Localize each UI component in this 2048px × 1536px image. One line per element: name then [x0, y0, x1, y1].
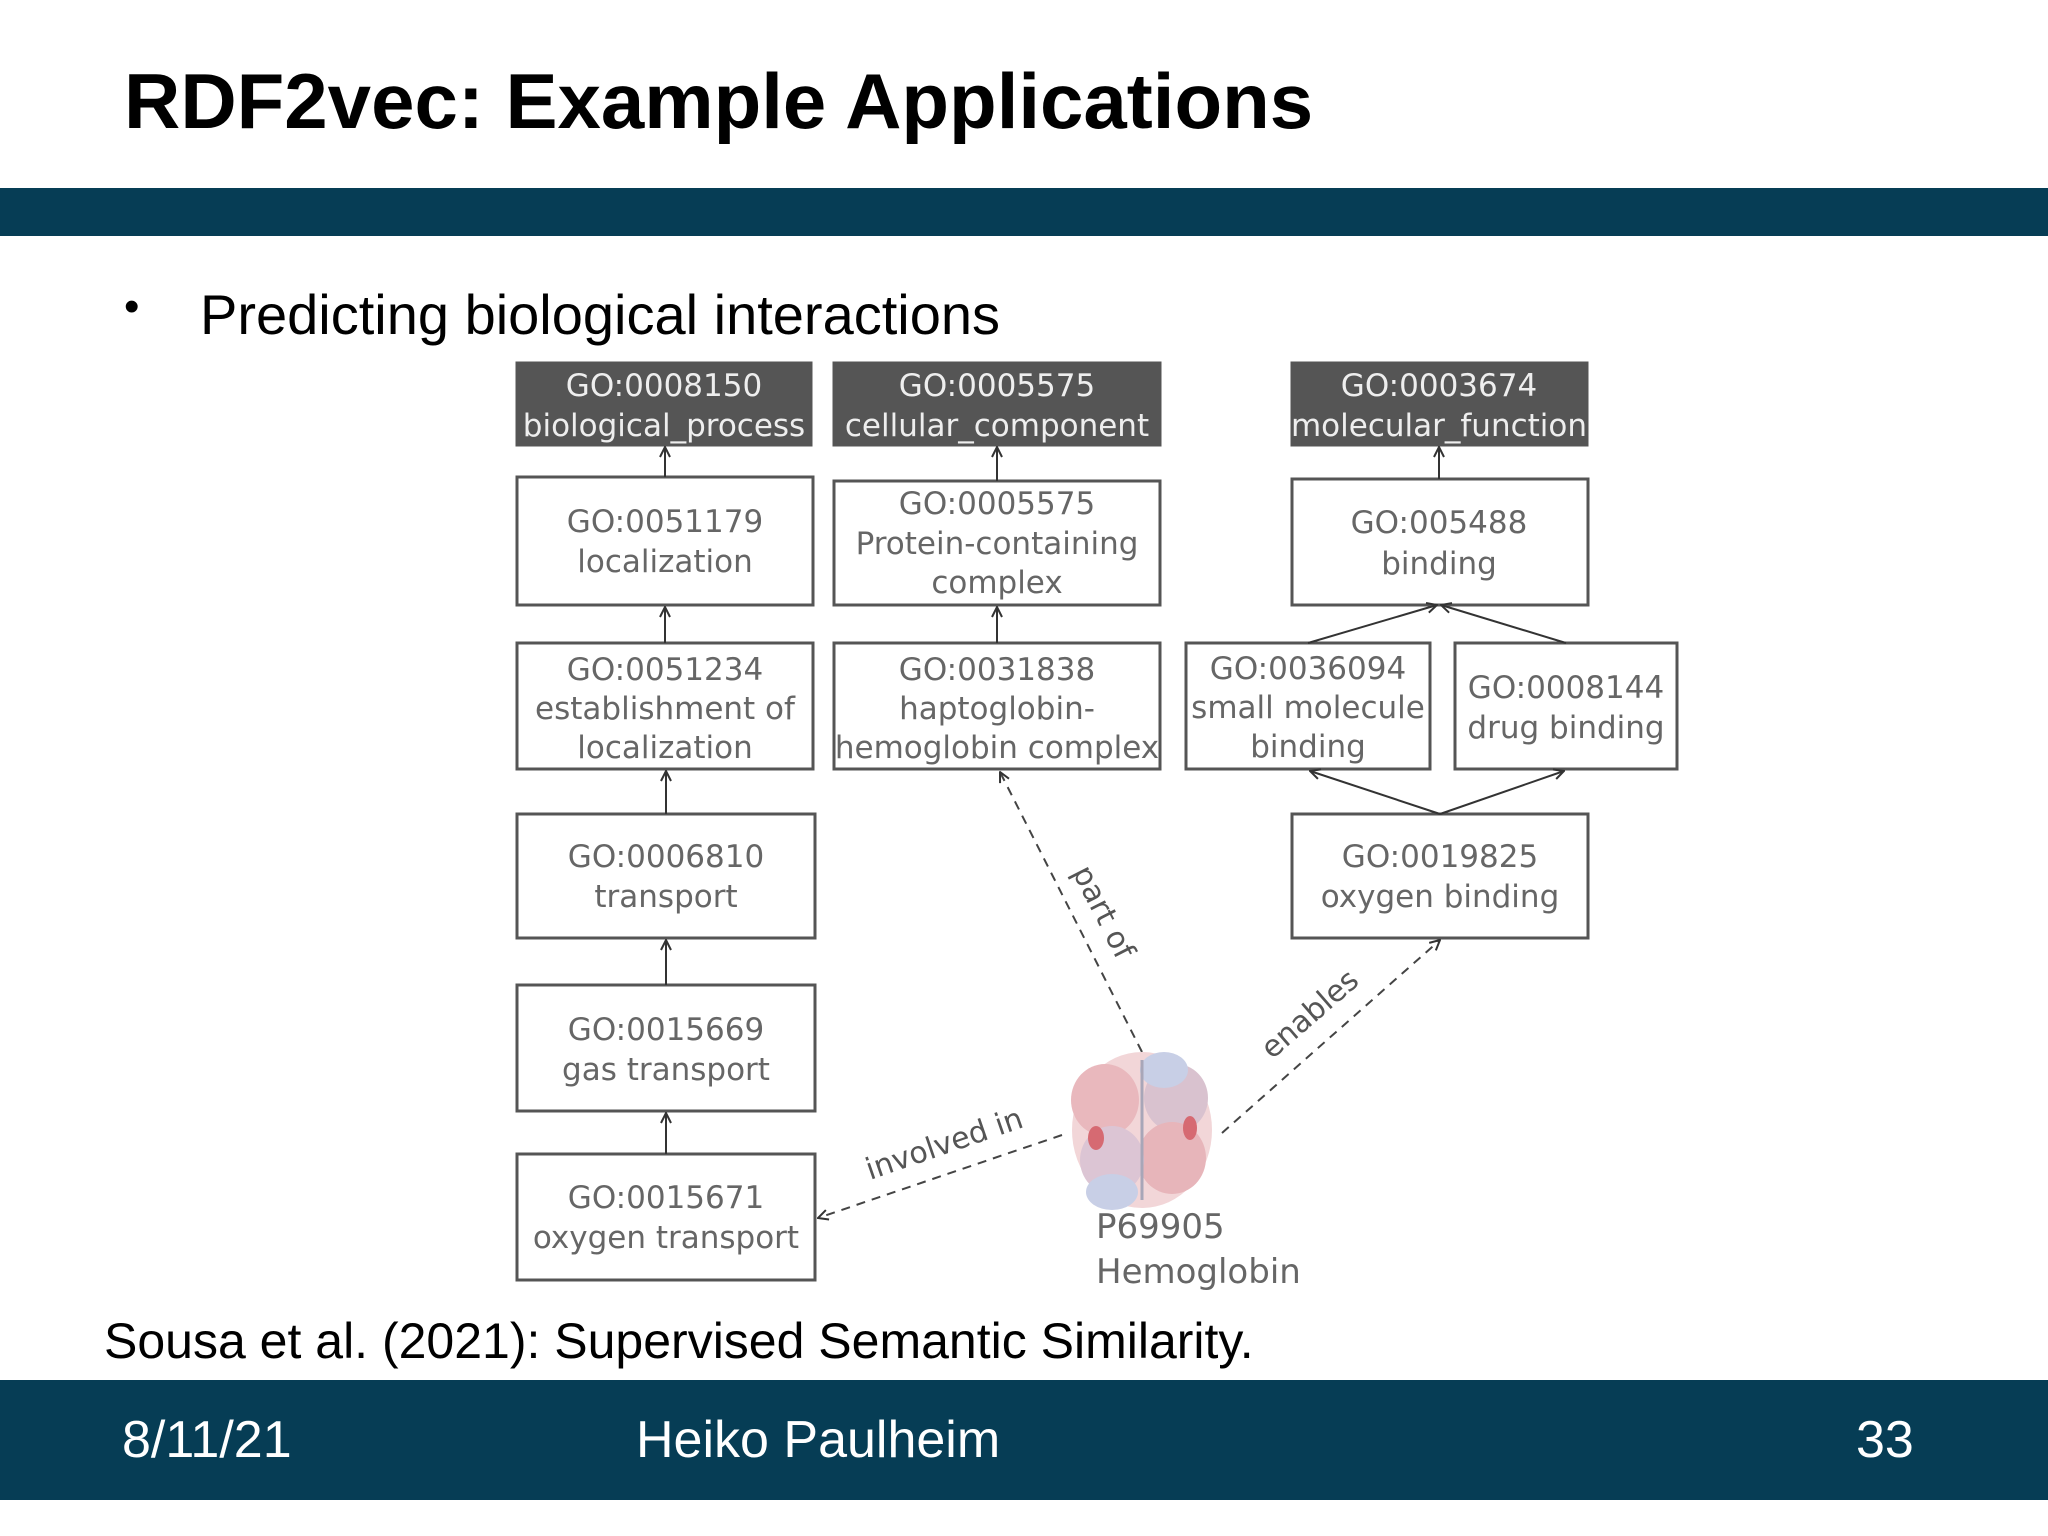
title-divider-band — [0, 188, 2048, 236]
node-haptoglobin-hemoglobin-complex: GO:0031838 haptoglobin- hemoglobin compl… — [832, 641, 1162, 771]
node-oxygen-transport-id: GO:0015671 — [568, 1180, 764, 1216]
node-small-molecule-line1: small molecule — [1191, 690, 1425, 726]
root-bp-id: GO:0008150 — [566, 368, 762, 404]
root-mf-id: GO:0003674 — [1341, 368, 1537, 404]
hemoglobin-protein-image — [1071, 1052, 1212, 1210]
node-oxygen-transport: GO:0015671 oxygen transport — [515, 1152, 817, 1282]
node-transport-id: GO:0006810 — [568, 839, 764, 875]
node-small-molecule-line2: binding — [1250, 729, 1366, 765]
root-bp-name: biological_process — [523, 408, 805, 444]
footer-date: 8/11/21 — [122, 1411, 292, 1469]
go-ontology-diagram: GO:0008150 biological_process GO:0005575… — [515, 361, 1679, 1292]
node-establishment-of-localization: GO:0051234 establishment of localization — [515, 641, 815, 771]
node-complex-line2: complex — [931, 565, 1062, 601]
root-mf-name: molecular_function — [1291, 408, 1587, 444]
protein-name: Hemoglobin — [1096, 1252, 1301, 1292]
node-complex-line1: Protein-containing — [856, 526, 1139, 562]
protein-id: P69905 — [1096, 1207, 1225, 1247]
node-oxygen-transport-name: oxygen transport — [533, 1220, 799, 1256]
node-oxygen-binding: GO:0019825 oxygen binding — [1290, 812, 1590, 940]
node-transport: GO:0006810 transport — [515, 812, 817, 940]
node-drug-binding-id: GO:0008144 — [1468, 670, 1664, 706]
node-haptoglobin-line1: haptoglobin- — [899, 691, 1095, 727]
node-establishment-line1: establishment of — [535, 691, 796, 727]
footer-band: 8/11/21 Heiko Paulheim 33 — [0, 1380, 2048, 1500]
node-drug-binding-name: drug binding — [1467, 710, 1664, 746]
is-a-edges — [665, 447, 1567, 1154]
root-node-molecular-function: GO:0003674 molecular_function — [1290, 361, 1589, 447]
node-haptoglobin-id: GO:0031838 — [899, 652, 1095, 688]
node-complex-id: GO:0005575 — [899, 486, 1095, 522]
footer-page-number: 33 — [1856, 1411, 1914, 1469]
node-gas-transport-name: gas transport — [562, 1052, 770, 1088]
footer-author: Heiko Paulheim — [636, 1411, 1001, 1469]
root-cc-id: GO:0005575 — [899, 368, 1095, 404]
node-establishment-line2: localization — [577, 730, 753, 766]
node-binding-name: binding — [1381, 546, 1497, 582]
node-localization-id: GO:0051179 — [567, 504, 763, 540]
node-small-molecule-id: GO:0036094 — [1210, 651, 1406, 687]
node-oxygen-binding-name: oxygen binding — [1321, 879, 1560, 915]
node-establishment-id: GO:0051234 — [567, 652, 763, 688]
relation-label-enables: enables — [1254, 963, 1366, 1066]
node-binding: GO:005488 binding — [1290, 477, 1590, 607]
node-haptoglobin-line2: hemoglobin complex — [835, 730, 1159, 766]
node-drug-binding: GO:0008144 drug binding — [1453, 641, 1679, 771]
root-node-cellular-component: GO:0005575 cellular_component — [832, 361, 1162, 447]
node-localization-name: localization — [577, 544, 753, 580]
node-oxygen-binding-id: GO:0019825 — [1342, 839, 1538, 875]
slide-title: RDF2vec: Example Applications — [124, 57, 1314, 145]
node-localization: GO:0051179 localization — [515, 475, 815, 607]
node-transport-name: transport — [594, 879, 737, 915]
node-gas-transport-id: GO:0015669 — [568, 1012, 764, 1048]
citation: Sousa et al. (2021): Supervised Semantic… — [104, 1313, 1254, 1369]
node-binding-id: GO:005488 — [1351, 505, 1528, 541]
relation-label-part-of: part of — [1065, 860, 1142, 966]
annotation-edges — [818, 772, 1440, 1218]
root-cc-name: cellular_component — [845, 408, 1149, 444]
relation-label-involved-in: involved in — [861, 1101, 1027, 1187]
node-protein-containing-complex: GO:0005575 Protein-containing complex — [832, 479, 1162, 607]
bullet-dot: • — [124, 282, 140, 331]
node-gas-transport: GO:0015669 gas transport — [515, 983, 817, 1113]
node-small-molecule-binding: GO:0036094 small molecule binding — [1184, 641, 1432, 771]
bullet-text: Predicting biological interactions — [200, 283, 1000, 346]
root-node-biological-process: GO:0008150 biological_process — [515, 361, 813, 447]
